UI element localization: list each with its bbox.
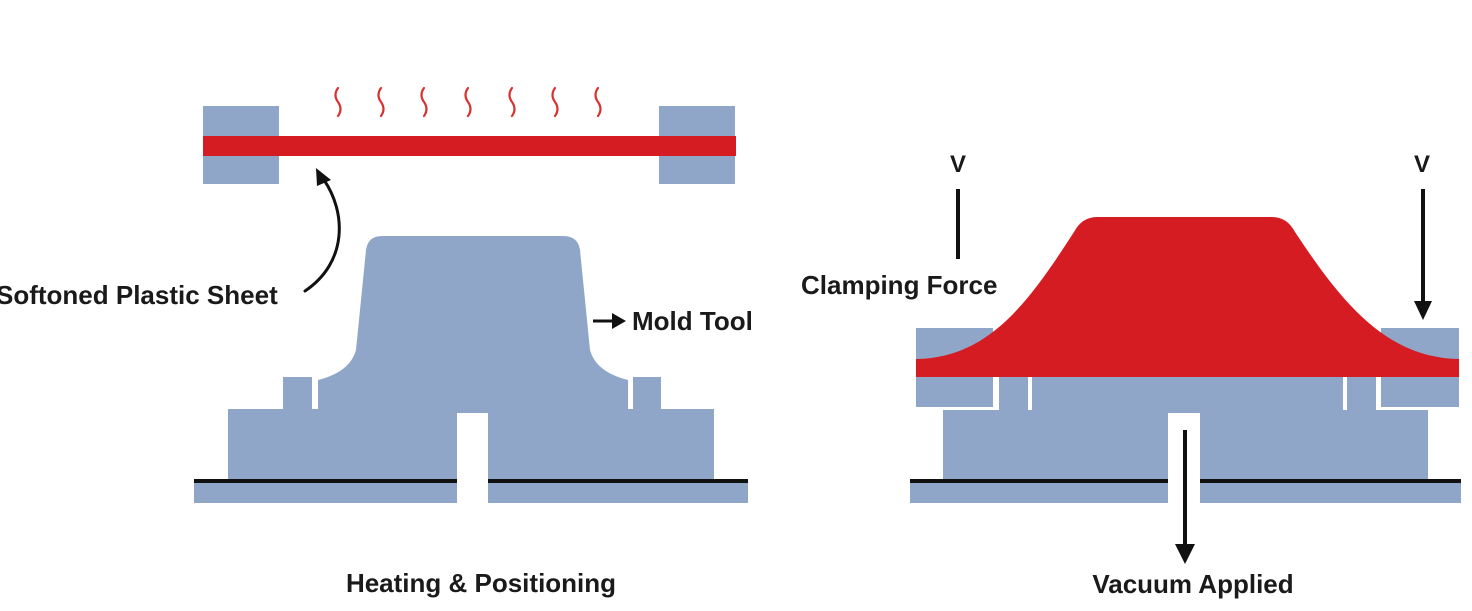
- left-platen-line: [194, 479, 457, 483]
- right-platen: [488, 480, 748, 503]
- mold-label: Mold Tool: [632, 306, 753, 336]
- right-right-platen-line: [1200, 479, 1461, 483]
- right-right-post: [1347, 376, 1376, 412]
- vacuum-arrow-icon: [1175, 430, 1195, 564]
- mold-pointer-arrow-icon: [593, 313, 626, 329]
- right-base-block: [488, 409, 714, 481]
- plastic-sheet: [203, 136, 736, 156]
- left-force-line: [956, 189, 960, 259]
- right-left-platen: [910, 480, 1168, 503]
- right-left-platen-line: [910, 479, 1168, 483]
- left-post: [283, 377, 312, 411]
- formed-plastic: [916, 217, 1459, 377]
- right-left-post: [999, 376, 1028, 412]
- left-caption: Heating & Positioning: [346, 568, 616, 598]
- right-right-platen: [1200, 480, 1461, 503]
- clamp-force-arrow-icon: [1414, 189, 1432, 320]
- right-post: [633, 377, 661, 411]
- right-platen-line: [488, 479, 748, 483]
- mold-plate: [1032, 375, 1343, 413]
- right-panel: V V Clamping Force Vacuum: [801, 151, 1461, 599]
- right-force-marker: V: [1414, 151, 1430, 178]
- sheet-label: Softoned Plastic Sheet: [0, 280, 278, 310]
- clamp-label: Clamping Force: [801, 270, 997, 300]
- left-base-block: [228, 409, 457, 481]
- right-left-base-block: [943, 410, 1168, 482]
- mold-tool: [318, 236, 628, 413]
- right-caption: Vacuum Applied: [1092, 569, 1293, 599]
- sheet-pointer-arrow: [303, 168, 341, 293]
- left-platen: [194, 480, 457, 503]
- left-panel: Softoned Plastic Sheet Mold Tool Heating…: [0, 86, 753, 598]
- left-force-marker: V: [950, 151, 966, 178]
- heat-waves-icon: [334, 86, 602, 118]
- right-right-base-block: [1200, 410, 1428, 482]
